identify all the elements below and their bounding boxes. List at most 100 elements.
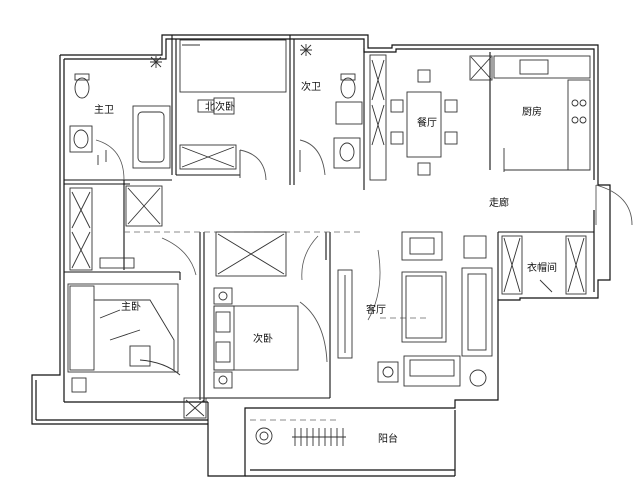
label-living: 客厅 xyxy=(366,305,386,316)
counter-side-icon xyxy=(567,79,591,171)
armchair-seat-icon xyxy=(409,237,435,255)
sofa-seat-icon xyxy=(467,273,487,351)
sofa-seat-icon xyxy=(409,359,455,377)
entrance-door xyxy=(595,184,633,226)
bathtub-basin-icon xyxy=(137,111,165,163)
wardrobe-icon xyxy=(179,144,237,170)
chair-icon xyxy=(444,99,458,113)
tv-cabinet-icon xyxy=(337,269,353,359)
wardrobe-icon xyxy=(69,187,93,271)
wardrobe-cross xyxy=(71,191,91,269)
door-swing xyxy=(595,184,633,226)
desk-chair-icon xyxy=(213,97,235,115)
balcony-fixtures xyxy=(255,427,346,446)
side-table-icon xyxy=(377,361,399,383)
cabinet-cross xyxy=(127,187,161,225)
outer-wall-line xyxy=(31,34,611,477)
blanket-fold xyxy=(94,299,175,370)
label-balcony: 阳台 xyxy=(378,434,398,445)
door-swing xyxy=(299,139,326,176)
label-dining: 餐厅 xyxy=(417,118,437,129)
door-swings xyxy=(95,139,381,321)
armchair-icon xyxy=(129,345,151,367)
sofa-icon xyxy=(403,355,461,387)
headboard-icon xyxy=(69,285,95,371)
side-table-icon xyxy=(463,235,487,259)
master-bedroom-fixtures xyxy=(67,185,207,419)
bed-icon xyxy=(179,39,287,93)
reference-lines xyxy=(124,231,430,421)
plant-core xyxy=(259,431,269,441)
label-cloakroom: 衣帽间 xyxy=(527,263,557,274)
lamp-icon xyxy=(382,366,394,378)
exterior-walls xyxy=(31,34,611,477)
burner-icon xyxy=(571,99,579,107)
door-swing xyxy=(239,149,267,181)
coffee-table-inner xyxy=(405,275,443,339)
door-swing xyxy=(161,237,197,276)
pillow-icon xyxy=(215,341,231,363)
dining-fixtures xyxy=(369,54,493,181)
plant-icon xyxy=(469,369,487,387)
shower-icon xyxy=(300,44,312,56)
bed-icon xyxy=(67,283,179,373)
lamp-icon xyxy=(218,291,228,301)
cabinet-cross xyxy=(185,399,205,417)
label-master-bedroom: 主卧 xyxy=(121,302,141,313)
kitchen-fixtures xyxy=(493,55,591,172)
toilet-tank-icon xyxy=(74,73,90,81)
door-swing xyxy=(299,301,328,363)
interior-walls xyxy=(64,35,594,424)
toilet-tank-icon xyxy=(340,73,356,81)
sofa-icon xyxy=(461,267,493,357)
plant-icon xyxy=(255,427,273,445)
burner-icon xyxy=(579,116,587,124)
label-second-bedroom: 次卧 xyxy=(253,334,273,345)
living-fixtures xyxy=(337,231,493,387)
fixture-mark xyxy=(97,150,107,165)
second-bedroom-fixtures xyxy=(213,231,328,389)
sideboard-cross xyxy=(371,59,385,146)
burner-icon xyxy=(571,116,579,124)
lamp-icon xyxy=(218,375,228,385)
door-swing xyxy=(95,139,125,181)
shower-icon xyxy=(150,56,162,68)
cabinet-icon xyxy=(125,185,163,227)
counter-top-icon xyxy=(493,55,591,79)
label-corridor: 走廊 xyxy=(489,198,509,209)
north-bedroom-fixtures xyxy=(179,39,287,181)
kitchen-sink-icon xyxy=(519,59,549,75)
pillow-icon xyxy=(215,311,231,333)
toilet-icon xyxy=(340,77,356,99)
armchair-icon xyxy=(401,231,443,261)
toilet-icon xyxy=(74,77,90,99)
closet-cross xyxy=(567,237,585,293)
label-second-bath: 次卫 xyxy=(301,82,321,93)
sink-counter-icon xyxy=(69,125,93,153)
cabinet-icon xyxy=(183,397,207,419)
sideboard-icon xyxy=(369,54,387,181)
burner-icon xyxy=(579,99,587,107)
second-bath-fixtures xyxy=(299,44,363,176)
shelf-icon xyxy=(99,257,135,269)
bathtub-icon xyxy=(132,105,171,169)
cabinet-icon xyxy=(335,101,363,125)
nightstand-icon xyxy=(71,377,87,393)
closet-cross xyxy=(503,237,521,293)
closet-rack-icon xyxy=(501,235,523,295)
sink-counter-icon xyxy=(333,137,361,169)
wardrobe-icon xyxy=(215,231,287,277)
wardrobe-cross xyxy=(181,146,235,168)
door-swing xyxy=(367,249,381,321)
label-kitchen: 厨房 xyxy=(522,107,542,118)
nightstand-icon xyxy=(213,287,233,305)
chair-arc xyxy=(139,359,181,376)
nightstand-icon xyxy=(213,371,233,389)
fridge-cross xyxy=(470,56,492,80)
closet-rack-icon xyxy=(565,235,587,295)
label-north-bedroom: 北次卧 xyxy=(205,102,235,113)
dining-table-icon xyxy=(406,91,442,158)
wardrobe-cross xyxy=(217,233,285,275)
chair-icon xyxy=(417,162,431,176)
